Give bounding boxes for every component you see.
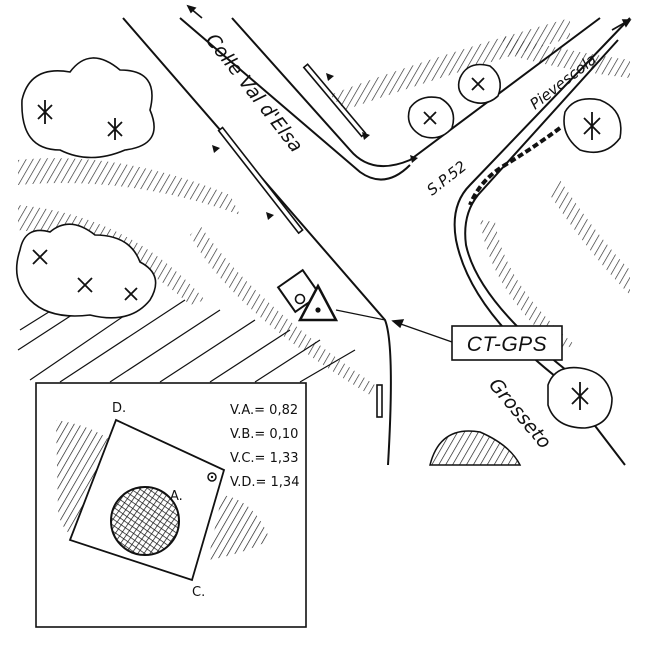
tree-cluster-left [15, 223, 157, 319]
main-road [122, 17, 411, 466]
inset-bank-left [56, 420, 110, 540]
inset-corner-d: D. [112, 401, 126, 416]
tree-canopy-marks [32, 77, 601, 410]
callout-box: CT-GPS [451, 325, 563, 361]
value-vb: V.B.= 0,10 [230, 427, 298, 442]
embankment-hatching [18, 18, 630, 395]
inset-point-marker [207, 472, 217, 482]
terrain-patch [429, 430, 522, 466]
callout-label: CT-GPS [467, 333, 547, 356]
inset-values: V.A.= 0,82 V.B.= 0,10 V.C.= 1,33 V.D.= 1… [230, 403, 299, 490]
site-marker [276, 268, 386, 322]
tree-cluster-upper-left [21, 57, 155, 159]
guard-rails [217, 63, 383, 418]
inset-corner-c: C. [192, 585, 205, 600]
road-markers [212, 73, 418, 220]
inset-corner-a: A. [170, 489, 183, 504]
callout-pointer [391, 319, 453, 343]
direction-arrows [186, 4, 632, 31]
value-vc: V.C.= 1,33 [230, 451, 299, 466]
value-vd: V.D.= 1,34 [230, 475, 299, 490]
inset-bank-right [208, 495, 270, 560]
label-colle-val-delsa: Colle Val d'Elsa [201, 30, 307, 157]
value-va: V.A.= 0,82 [230, 403, 298, 418]
hedge-sp52 [468, 126, 562, 206]
inset-crosshatched-area [110, 486, 180, 556]
inset-detail: D. A. C. V.A.= 0,82 V.B.= 0,10 V.C.= 1,3… [35, 382, 307, 628]
